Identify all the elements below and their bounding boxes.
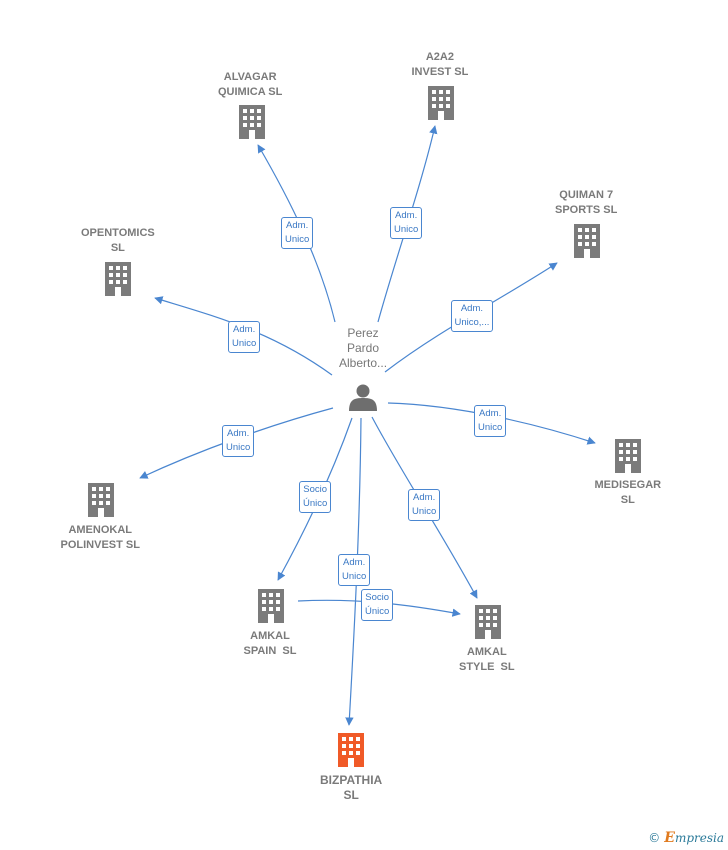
company-label-alvagar[interactable]: ALVAGAR QUIMICA SL — [218, 70, 282, 100]
edge-label-line: Único — [303, 498, 328, 509]
edge-label-opentomics[interactable]: Adm. Unico — [228, 321, 261, 353]
edge-label-bizpathia[interactable]: Adm. Unico — [338, 554, 371, 586]
company-label-line: QUIMICA SL — [218, 86, 283, 98]
company-label-amkal-style[interactable]: AMKAL STYLE SL — [459, 645, 515, 675]
company-label-line: BIZPATHIA — [320, 773, 383, 787]
company-label-line: ALVAGAR — [223, 71, 277, 83]
person-label-line: Pardo — [347, 341, 380, 355]
edge-label-amenokal[interactable]: Adm. Unico — [222, 425, 255, 457]
person-icon[interactable] — [349, 384, 377, 412]
edge-label-line: Unico — [412, 506, 437, 517]
edge-label-amkal-style[interactable]: Adm. Unico — [408, 489, 441, 521]
amenokal-building-icon[interactable] — [88, 483, 114, 517]
edge-label-line: Adm. — [343, 557, 366, 568]
brand-name: mpresia — [674, 831, 724, 845]
company-label-line: SL — [343, 788, 359, 802]
a2a2-building-icon[interactable] — [428, 86, 454, 120]
edge-label-line: Adm. — [479, 408, 502, 419]
edge-label-quiman[interactable]: Adm. Unico,... — [450, 300, 494, 332]
company-label-opentomics[interactable]: OPENTOMICS SL — [81, 226, 155, 256]
edge-label-line: Unico — [226, 442, 251, 453]
company-label-line: SL — [620, 494, 635, 506]
company-label-line: MEDISEGAR — [594, 479, 662, 491]
alvagar-building-icon[interactable] — [239, 105, 265, 139]
opentomics-building-icon[interactable] — [105, 262, 131, 296]
company-label-line: SL — [110, 242, 125, 254]
amkal-spain-building-icon[interactable] — [258, 589, 284, 623]
company-label-line: A2A2 — [425, 51, 454, 63]
edge-label-line: Unico — [285, 234, 310, 245]
edge-label-alvagar[interactable]: Adm. Unico — [281, 217, 314, 249]
edge-label-medisegar[interactable]: Adm. Unico — [474, 405, 507, 437]
brand-initial: E — [664, 830, 675, 846]
edge-label-line: Unico,... — [454, 317, 490, 328]
bizpathia-building-icon[interactable] — [338, 733, 364, 767]
edge-label-a2a2[interactable]: Adm. Unico — [390, 207, 423, 239]
company-label-medisegar[interactable]: MEDISEGAR SL — [595, 478, 662, 508]
person-label-line: Perez — [347, 326, 379, 340]
company-label-line: STYLE SL — [459, 661, 515, 673]
empresia-watermark: ©Empresia — [648, 830, 724, 846]
edge-label-line: Socio — [303, 484, 328, 495]
edge-label-line: Unico — [342, 571, 367, 582]
edge-label-line: Socio — [365, 592, 390, 603]
quiman-building-icon[interactable] — [574, 224, 600, 258]
copyright-symbol: © — [648, 831, 661, 845]
edge-label-line: Adm. — [395, 210, 418, 221]
edge-label-line: Unico — [232, 338, 257, 349]
edge-label-line: Adm. — [227, 428, 250, 439]
amkal-style-building-icon[interactable] — [475, 605, 501, 639]
edge-label-line: Adm. — [413, 492, 436, 503]
company-label-line: POLINVEST SL — [60, 539, 140, 551]
company-label-line: QUIMAN 7 — [559, 189, 614, 201]
edge-label-line: Unico — [394, 224, 419, 235]
company-label-quiman[interactable]: QUIMAN 7 SPORTS SL — [555, 188, 617, 218]
person-label-line: Alberto... — [339, 356, 388, 370]
company-label-line: AMKAL — [466, 646, 507, 658]
company-label-amenokal[interactable]: AMENOKAL POLINVEST SL — [61, 523, 140, 553]
edge-label-line: Unico — [478, 422, 503, 433]
company-label-line: SPORTS SL — [555, 204, 618, 216]
company-label-line: SPAIN SL — [243, 645, 297, 657]
company-label-line: AMKAL — [250, 630, 290, 642]
company-label-amkal-spain[interactable]: AMKAL SPAIN SL — [244, 629, 297, 659]
company-label-line: INVEST SL — [411, 66, 469, 78]
edge-label-line: Único — [365, 606, 390, 617]
company-label-line: AMENOKAL — [68, 524, 133, 536]
edge-label-line: Adm. — [233, 324, 256, 335]
company-label-line: OPENTOMICS — [81, 227, 155, 239]
edge-label-line: Adm. — [286, 220, 309, 231]
medisegar-building-icon[interactable] — [615, 439, 641, 473]
edge-label-line: Adm. — [460, 303, 484, 314]
